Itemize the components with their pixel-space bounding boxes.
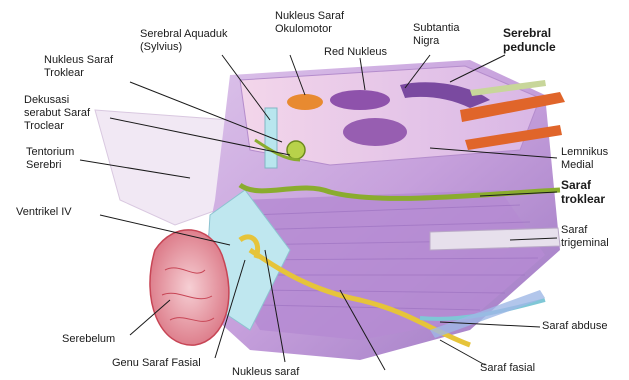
- label-line: Saraf fasial: [480, 362, 535, 374]
- oculomotor-nucleus: [287, 94, 323, 110]
- label-line: Serebelum: [62, 333, 115, 345]
- label-line: Troclear: [24, 120, 90, 133]
- label-line: Genu Saraf Fasial: [112, 357, 201, 369]
- label-nukleus-saraf: Nukleus saraf: [232, 366, 299, 379]
- label-nukleus-okulomotor: Nukleus Saraf Okulomotor: [275, 10, 344, 36]
- label-line: Saraf abduse: [542, 320, 607, 332]
- label-line: Dekusasi: [24, 94, 90, 107]
- label-line: Nukleus Saraf: [275, 10, 344, 23]
- label-dekusasi: Dekusasi serabut Saraf Troclear: [24, 94, 90, 133]
- label-line: Saraf: [561, 178, 605, 192]
- label-line: Subtantia: [413, 22, 459, 35]
- label-saraf-abduse: Saraf abduse: [542, 320, 607, 333]
- label-tentorium: Tentorium Serebri: [26, 146, 74, 172]
- trochlear-nucleus: [287, 141, 305, 159]
- oculomotor-nucleus-purple: [330, 90, 390, 110]
- label-line: peduncle: [503, 40, 556, 54]
- label-line: serabut Saraf: [24, 107, 90, 120]
- label-line: Medial: [561, 159, 608, 172]
- label-line: Nukleus Saraf: [44, 54, 113, 67]
- red-nucleus-core: [343, 118, 407, 146]
- label-line: Nukleus saraf: [232, 366, 299, 378]
- label-saraf-troklear: Saraf troklear: [561, 178, 605, 206]
- label-line: Saraf: [561, 224, 609, 237]
- label-line: Nigra: [413, 35, 459, 48]
- label-nukleus-troklear: Nukleus Saraf Troklear: [44, 54, 113, 80]
- label-line: Troklear: [44, 67, 113, 80]
- label-serebral-aquaduk: Serebral Aquaduk (Sylvius): [140, 28, 227, 54]
- cerebellum: [150, 230, 229, 345]
- label-line: trigeminal: [561, 237, 609, 250]
- label-red-nukleus: Red Nukleus: [324, 46, 387, 59]
- label-serebelum: Serebelum: [62, 333, 115, 346]
- label-line: Red Nukleus: [324, 46, 387, 58]
- label-lemnikus: Lemnikus Medial: [561, 146, 608, 172]
- label-line: Lemnikus: [561, 146, 608, 159]
- label-line: Serebral: [503, 26, 556, 40]
- label-ventrikel-iv: Ventrikel IV: [16, 206, 72, 219]
- label-line: Serebri: [26, 159, 74, 172]
- label-subtantia-nigra: Subtantia Nigra: [413, 22, 459, 48]
- label-serebral-peduncle: Serebral peduncle: [503, 26, 556, 54]
- label-line: Serebral Aquaduk: [140, 28, 227, 41]
- label-line: (Sylvius): [140, 41, 227, 54]
- label-line: Okulomotor: [275, 23, 344, 36]
- label-line: troklear: [561, 192, 605, 206]
- label-line: Tentorium: [26, 146, 74, 159]
- label-line: Ventrikel IV: [16, 206, 72, 218]
- label-saraf-trigeminal: Saraf trigeminal: [561, 224, 609, 250]
- label-genu-saraf-fasial: Genu Saraf Fasial: [112, 357, 201, 370]
- label-saraf-fasial: Saraf fasial: [480, 362, 535, 375]
